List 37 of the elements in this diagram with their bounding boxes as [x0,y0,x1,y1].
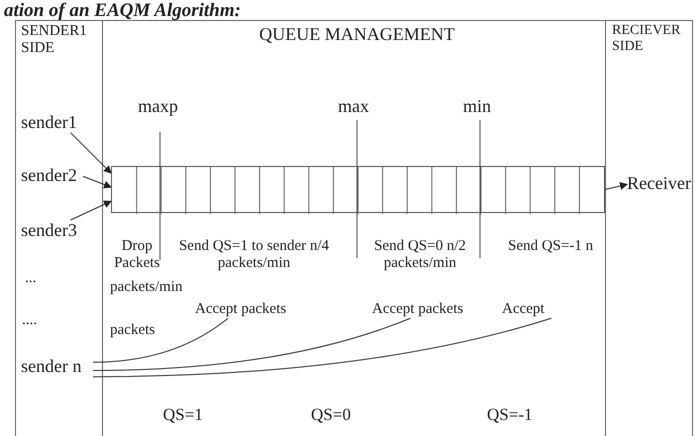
arrow [70,132,112,174]
sender-label: sender n [21,356,93,377]
column-heading: SENDER1 SIDE [21,23,88,58]
ellipsis: ... [25,270,38,288]
ellipsis: .... [22,312,38,330]
accept-label: Accept packets [195,301,305,318]
accept-label: Accept [502,301,554,318]
action-text: Send QS=0 n/2 packets/min [373,238,467,272]
column-panel [102,20,606,436]
arrow [70,200,112,220]
column-panel [605,20,693,436]
state-label: QS=0 [311,405,352,425]
state-label: QS=-1 [487,405,534,425]
action-text: Send QS=1 to sender n/4 packets/min [178,238,330,272]
column-panel [15,20,103,436]
threshold-label: maxp [138,96,179,117]
connector-curve [92,318,552,378]
accept-label: Accept packets [372,301,482,318]
action-text: Send QS=-1 n [508,238,594,256]
threshold-label: min [463,96,492,117]
receiver-label: Receiver [627,173,689,194]
action-text: packets [110,322,156,340]
sender-label: sender1 [21,112,83,133]
connector-curve [92,318,228,363]
column-heading: QUEUE MANAGEMENT [258,24,456,45]
title: ation of an EAQM Algorithm: [4,0,241,22]
sender-label: sender3 [21,220,83,241]
connector-curve [92,318,411,371]
arrow [82,176,112,188]
state-label: QS=1 [163,405,204,425]
action-text: packets/min [110,279,184,296]
arrow [604,182,628,190]
queue-bar [111,166,605,213]
threshold-label: max [338,96,370,117]
sender-label: sender2 [21,165,83,186]
column-heading: RECIEVER SIDE [612,23,682,56]
action-text: Drop Packets [113,238,161,272]
